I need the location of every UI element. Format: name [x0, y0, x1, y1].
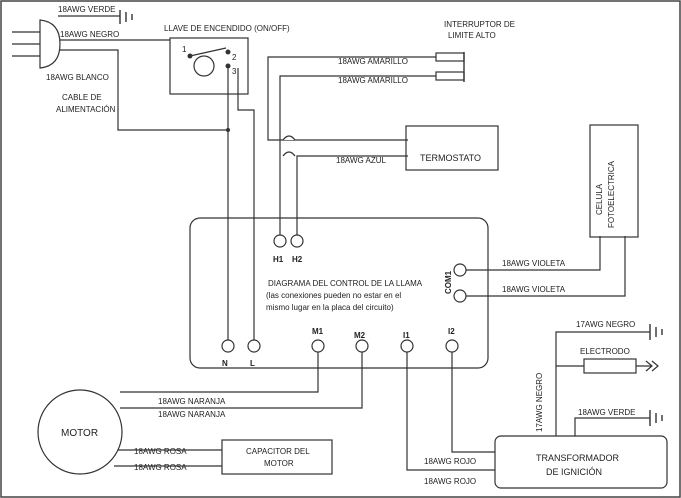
thermostat-label: TERMOSTATO [420, 153, 481, 163]
wire-label-negro-plug: 18AWG NEGRO [60, 30, 119, 39]
motor-label: MOTOR [61, 428, 98, 439]
terminal-h2: H2 [292, 255, 303, 264]
switch-terminal-2: 2 [232, 53, 237, 62]
high-limit-switch [435, 52, 465, 82]
wire-label-naranja-1: 18AWG NARANJA [158, 397, 226, 406]
wire-label-negro-17-vertical: 17AWG NEGRO [535, 373, 544, 432]
transformer-label-line1: TRANSFORMADOR [536, 453, 620, 463]
cable-label-line2: ALIMENTACIÓN [56, 105, 116, 114]
on-off-switch [169, 37, 249, 95]
terminal-n: N [222, 359, 228, 368]
switch-terminal-3: 3 [232, 67, 237, 76]
motor-capacitor-box [221, 439, 333, 475]
wire-label-amarillo-2: 18AWG AMARILLO [338, 76, 408, 85]
wire-label-verde-transformer: 18AWG VERDE [578, 408, 636, 417]
ground-icon [119, 10, 133, 24]
wire-label-negro-17: 17AWG NEGRO [576, 320, 635, 329]
control-wires [114, 56, 650, 471]
arrow-right-icon [636, 360, 659, 372]
terminal-l: L [250, 359, 255, 368]
wire-label-verde-plug: 18AWG VERDE [58, 5, 116, 14]
wire-label-rosa-2: 18AWG ROSA [134, 463, 187, 472]
ground-icon [649, 324, 663, 340]
terminal-com1: COM1 [444, 270, 453, 294]
wire-label-violeta-2: 18AWG VIOLETA [502, 285, 566, 294]
photocell-box [589, 124, 639, 238]
limit-switch-line2: LIMITE ALTO [448, 31, 496, 40]
wire-label-violeta-1: 18AWG VIOLETA [502, 259, 566, 268]
electrode-body [583, 358, 637, 374]
wire-label-rojo-1: 18AWG ROJO [424, 457, 476, 466]
ground-icon [649, 410, 663, 426]
control-desc-line1: DIAGRAMA DEL CONTROL DE LA LLAMA [268, 279, 423, 288]
wire-label-rojo-2: 18AWG ROJO [424, 477, 476, 486]
thermostat-box [405, 125, 499, 171]
transformer-label-line2: DE IGNICIÓN [546, 467, 602, 477]
power-plug-icon [12, 19, 61, 69]
switch-terminal-1: 1 [182, 45, 187, 54]
electrode-label: ELECTRODO [580, 347, 630, 356]
photocell-label-line2: FOTOELECTRICA [607, 160, 616, 228]
wire-label-amarillo-1: 18AWG AMARILLO [338, 57, 408, 66]
capacitor-label-line2: MOTOR [264, 459, 294, 468]
motor-circle [37, 389, 123, 475]
control-desc-line3: mismo lugar en la placa del circuito) [266, 303, 394, 312]
terminal-i1: I1 [403, 331, 410, 340]
board-terminals [221, 234, 467, 353]
limit-switch-line1: INTERRUPTOR DE [444, 20, 515, 29]
wire-label-azul: 18AWG AZUL [336, 156, 386, 165]
switch-title: LLAVE DE ENCENDIDO (ON/OFF) [164, 24, 290, 33]
wire-label-naranja-2: 18AWG NARANJA [158, 410, 226, 419]
capacitor-label-line1: CAPACITOR DEL [246, 447, 310, 456]
terminal-m2: M2 [354, 331, 366, 340]
terminal-h1: H1 [273, 255, 284, 264]
flame-control-board [189, 217, 489, 369]
photocell-label-line1: CELULA [595, 183, 604, 215]
terminal-m1: M1 [312, 327, 324, 336]
ignition-transformer-box [494, 435, 668, 489]
wire-label-blanco-plug: 18AWG BLANCO [46, 73, 109, 82]
terminal-i2: I2 [448, 327, 455, 336]
wire-label-rosa-1: 18AWG ROSA [134, 447, 187, 456]
cable-label-line1: CABLE DE [62, 93, 102, 102]
control-desc-line2: (las conexiones pueden no estar en el [266, 291, 401, 300]
